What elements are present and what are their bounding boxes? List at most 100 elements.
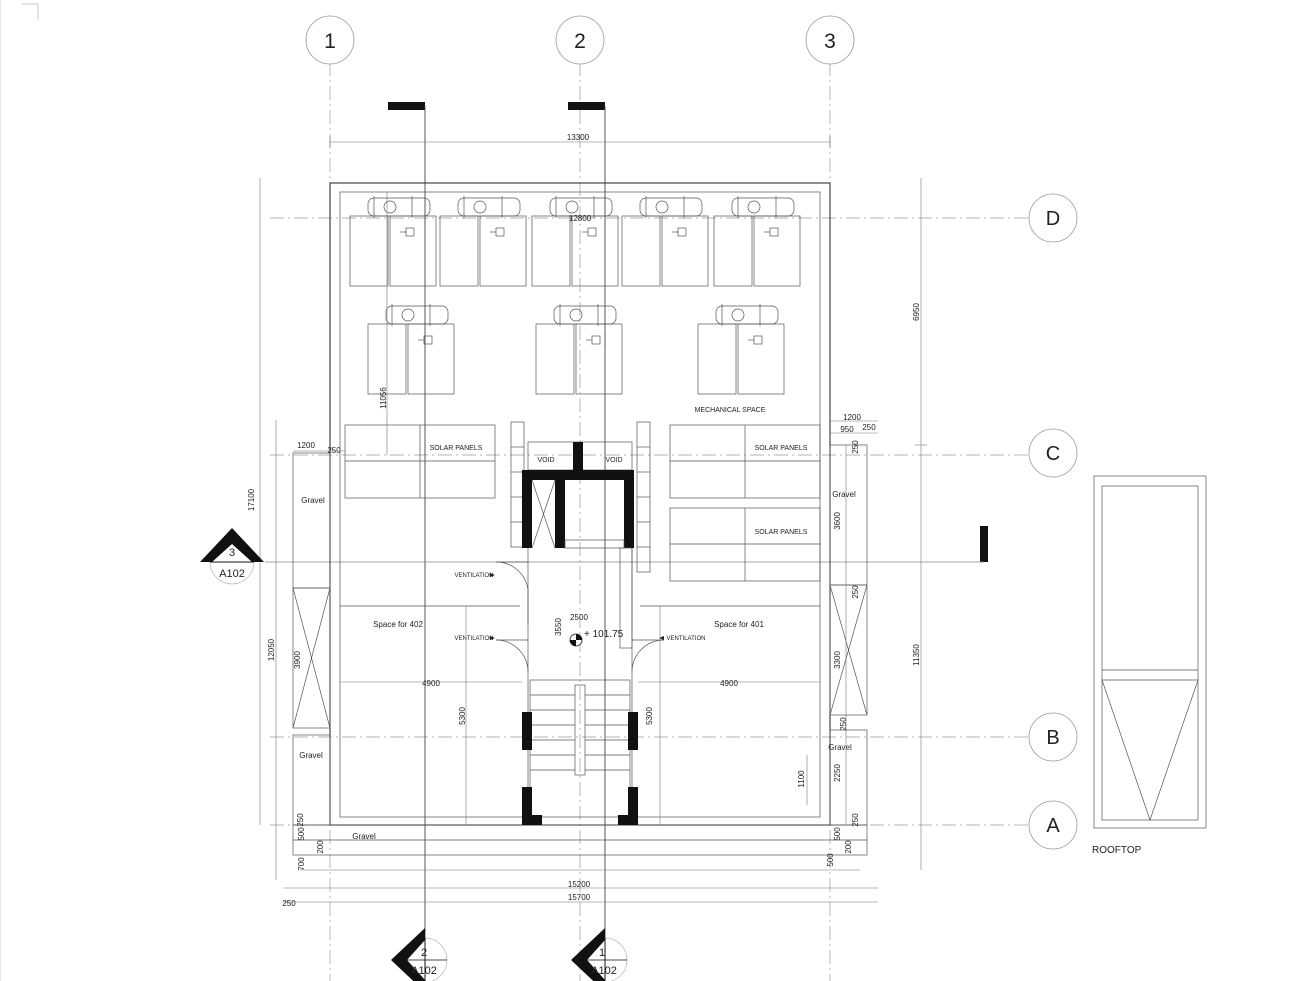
level-marker: + 101.75 [569, 629, 624, 647]
dim-left-overall: 17100 [247, 488, 256, 511]
elevator-sill [564, 539, 625, 549]
ventilation-label: VENTILATION [455, 636, 494, 642]
dim-right-small: 1100 [797, 770, 806, 788]
gravel-label: Gravel [301, 496, 325, 505]
dim-room-depth-right: 5300 [645, 707, 654, 725]
arrow-icon [659, 636, 664, 640]
dim-left-strip-2: 250 [327, 446, 341, 455]
stair [529, 679, 631, 826]
core-wall [628, 787, 638, 825]
dim-corridor-width: 2500 [570, 613, 588, 622]
ventilation-label: VENTILATION [455, 573, 494, 579]
pump-icon [495, 227, 505, 237]
grid-bubble-b: B [1028, 712, 1078, 762]
void-label-left: VOID [537, 457, 554, 464]
dim-right-edge: 250 [851, 440, 860, 454]
dim-right-lower: 11350 [912, 644, 921, 666]
grid-bubble-3: 3 [805, 15, 855, 65]
mechanical-units [349, 196, 801, 395]
mechanical-unit [367, 304, 455, 395]
mechanical-unit [535, 304, 623, 395]
key-plan-outer [1093, 475, 1207, 829]
dim-left-strip-1: 1200 [297, 441, 315, 450]
grid-label-d: D [1046, 208, 1060, 230]
tank-icon [367, 197, 431, 217]
gravel-label: Gravel [299, 751, 323, 760]
pump-icon [753, 335, 763, 345]
dim-right-strip-3: 250 [862, 423, 876, 432]
dim-right-strip-2: 950 [840, 425, 854, 434]
dim-right-upper: 6950 [912, 303, 921, 321]
dim-corridor-depth: 3550 [554, 618, 563, 636]
solar-panels-label: SOLAR PANELS [755, 529, 808, 536]
tank-icon [549, 197, 613, 217]
stair-handrail [574, 684, 586, 776]
solar-panels-right-upper: SOLAR PANELS [669, 424, 821, 499]
dim-room-right: 4900 [720, 679, 738, 688]
dim-left-strip: 3900 [293, 651, 302, 669]
dim-right-solar: 3600 [833, 512, 842, 530]
mechanical-space-label: MECHANICAL SPACE [695, 407, 766, 414]
dim-edge: 200 [316, 840, 325, 854]
dimension-lines: 13300 12800 15200 15700 250 6950 11350 1… [247, 133, 927, 908]
pump-icon [591, 335, 601, 345]
dim-bottom-1: 15200 [568, 880, 591, 889]
section-number-2: 2 [421, 947, 427, 959]
core-wall [573, 442, 583, 470]
grid-label-b: B [1046, 727, 1059, 749]
section-number-1: 1 [599, 947, 605, 959]
dim-room-left: 4900 [422, 679, 440, 688]
core-wall [522, 470, 532, 548]
core-wall [624, 470, 634, 548]
hatch [292, 587, 331, 729]
grid-bubble-1: 1 [305, 15, 355, 65]
dim-overall-top: 13300 [567, 133, 590, 142]
dim-mech-depth: 11056 [379, 387, 388, 409]
core-wall [522, 712, 532, 750]
pump-icon [587, 227, 597, 237]
core-wall [522, 470, 634, 480]
rooftop-label: ROOFTOP [1092, 845, 1142, 856]
tank-icon [553, 305, 617, 325]
dim-room-depth-left: 5300 [458, 707, 467, 725]
dim-right-gravel: 2250 [833, 764, 842, 782]
building-outline [292, 182, 868, 856]
dim-right-edge: 250 [839, 717, 848, 731]
ventilation-label: VENTILATION [667, 636, 706, 642]
parapet-inner [339, 191, 821, 818]
solar-panels-label: SOLAR PANELS [755, 445, 808, 452]
left-gravel-lower [292, 734, 331, 826]
mechanical-unit [713, 196, 801, 287]
rooftop-key-plan: ROOFTOP [1092, 475, 1207, 856]
arrow-icon [490, 636, 495, 640]
gravel-label: Gravel [352, 832, 376, 841]
pump-icon [769, 227, 779, 237]
void-label-right: VOID [605, 457, 622, 464]
section-cut-lines [265, 102, 988, 950]
section-marker-1: 1 A102 [571, 928, 628, 981]
core-wall [522, 787, 532, 825]
grid-label-3: 3 [824, 30, 836, 53]
solar-panels-label: SOLAR PANELS [430, 445, 483, 452]
dim-edge: 700 [297, 857, 306, 871]
grid-label-c: C [1046, 443, 1060, 465]
core-wall [628, 712, 638, 750]
tank-icon [457, 197, 521, 217]
tank-icon [715, 305, 779, 325]
mechanical-unit [697, 304, 785, 395]
section-marker-3: 3 A102 [200, 528, 264, 585]
mechanical-unit [531, 196, 619, 287]
dim-right-edge: 250 [851, 585, 860, 599]
solar-panels-left: SOLAR PANELS [344, 424, 496, 499]
service-core: VOID VOID [495, 421, 665, 826]
stair-treads [530, 694, 630, 771]
grid-bubble-d: D [1028, 193, 1078, 243]
section-cut-tick [388, 102, 425, 110]
left-strip-lower [292, 587, 331, 729]
section-cut-tick [568, 102, 605, 110]
dim-inner-top: 12800 [569, 214, 592, 223]
door-swing [495, 639, 529, 673]
dim-bottom-left: 250 [282, 899, 296, 908]
right-strip-lower [829, 584, 868, 716]
